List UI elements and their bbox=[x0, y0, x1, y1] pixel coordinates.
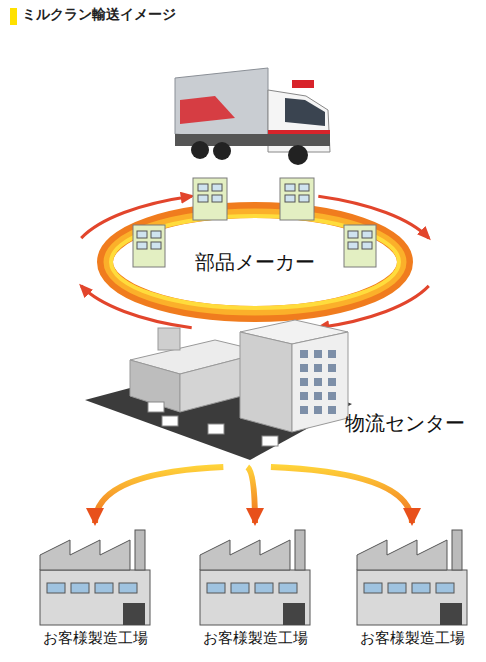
building-window bbox=[151, 231, 161, 238]
building-body bbox=[133, 225, 165, 267]
factory-window bbox=[119, 583, 137, 593]
center-window bbox=[328, 406, 336, 414]
factory-body bbox=[357, 570, 467, 625]
center-window bbox=[300, 406, 308, 414]
factory-door bbox=[283, 603, 305, 625]
truck-illustration bbox=[175, 68, 330, 165]
factory-chimney bbox=[295, 530, 305, 570]
factory-body bbox=[40, 570, 150, 625]
building-window bbox=[212, 195, 222, 202]
building-body bbox=[193, 178, 227, 220]
node-label: お客様製造工場 bbox=[352, 629, 472, 648]
center-roof-box bbox=[158, 328, 180, 350]
small-truck bbox=[162, 416, 178, 426]
factory-roof bbox=[357, 540, 447, 570]
parts-maker-ring: 部品メーカー bbox=[95, 200, 415, 324]
factory-window bbox=[412, 583, 430, 593]
flow-arrow bbox=[247, 467, 255, 523]
factory-window bbox=[71, 583, 89, 593]
center-window bbox=[314, 350, 322, 358]
building-window bbox=[285, 195, 295, 202]
building-window bbox=[348, 231, 358, 238]
truck-wheel bbox=[191, 141, 209, 159]
building-window bbox=[198, 184, 208, 191]
center-window bbox=[300, 392, 308, 400]
building-window bbox=[212, 184, 222, 191]
center-window bbox=[300, 378, 308, 386]
center-window bbox=[314, 364, 322, 372]
truck-logo-stripe bbox=[180, 96, 235, 124]
building-window bbox=[362, 231, 372, 238]
logistics-center-illustration bbox=[90, 320, 480, 465]
building-window bbox=[362, 242, 372, 249]
factory-window bbox=[47, 583, 65, 593]
factory-window bbox=[207, 583, 225, 593]
building-window bbox=[137, 242, 147, 249]
maker-building bbox=[344, 225, 376, 267]
building-window bbox=[137, 231, 147, 238]
node-label: 物流センター bbox=[345, 410, 475, 437]
building-window bbox=[348, 242, 358, 249]
factory-chimney bbox=[452, 530, 462, 570]
factory-window bbox=[255, 583, 273, 593]
center-wall bbox=[130, 360, 180, 412]
center-window bbox=[300, 350, 308, 358]
building-window bbox=[151, 242, 161, 249]
factory-roof bbox=[200, 540, 290, 570]
factory-door bbox=[123, 603, 145, 625]
maker-building bbox=[193, 178, 227, 220]
factory-door bbox=[440, 603, 462, 625]
truck-windshield bbox=[285, 98, 325, 126]
center-window bbox=[328, 378, 336, 386]
orbit-arrows bbox=[81, 196, 429, 328]
center-window bbox=[314, 406, 322, 414]
center-window bbox=[328, 392, 336, 400]
maker-building bbox=[280, 178, 314, 220]
customer-factory: お客様製造工場 bbox=[195, 525, 315, 650]
building-body bbox=[344, 225, 376, 267]
flow-arrow bbox=[271, 467, 412, 523]
truck-wheel bbox=[213, 142, 231, 160]
factory-roof bbox=[40, 540, 130, 570]
flow-arrow bbox=[95, 467, 223, 523]
center-window bbox=[328, 350, 336, 358]
factory-window bbox=[95, 583, 113, 593]
center-window bbox=[328, 364, 336, 372]
node-label: お客様製造工場 bbox=[195, 629, 315, 648]
factory-window bbox=[231, 583, 249, 593]
logistics-center: 物流センター bbox=[90, 320, 480, 465]
truck-roof-sign bbox=[292, 80, 314, 88]
customer-factory: お客様製造工場 bbox=[352, 525, 472, 650]
node-label: 部品メーカー bbox=[95, 249, 415, 276]
maker-building bbox=[133, 225, 165, 267]
building-body bbox=[280, 178, 314, 220]
center-tower-wall bbox=[292, 332, 348, 432]
building-window bbox=[299, 195, 309, 202]
building-window bbox=[299, 184, 309, 191]
factory-window bbox=[436, 583, 454, 593]
diagram-title: ミルクラン輸送イメージ bbox=[22, 6, 176, 24]
building-window bbox=[285, 184, 295, 191]
center-tower-wall bbox=[240, 332, 292, 432]
building-window bbox=[198, 195, 208, 202]
factory-body bbox=[200, 570, 310, 625]
truck-wheel bbox=[288, 145, 308, 165]
center-window bbox=[314, 392, 322, 400]
small-truck bbox=[262, 436, 278, 446]
node-label: お客様製造工場 bbox=[35, 629, 155, 648]
title-marker bbox=[10, 8, 17, 25]
truck-cargo-box bbox=[175, 68, 268, 142]
factory-window bbox=[364, 583, 382, 593]
small-truck bbox=[208, 424, 224, 434]
center-window bbox=[314, 378, 322, 386]
factory-chimney bbox=[135, 530, 145, 570]
factory-window bbox=[279, 583, 297, 593]
center-window bbox=[300, 364, 308, 372]
factory-window bbox=[388, 583, 406, 593]
small-truck bbox=[148, 402, 164, 412]
customer-factory: お客様製造工場 bbox=[35, 525, 155, 650]
